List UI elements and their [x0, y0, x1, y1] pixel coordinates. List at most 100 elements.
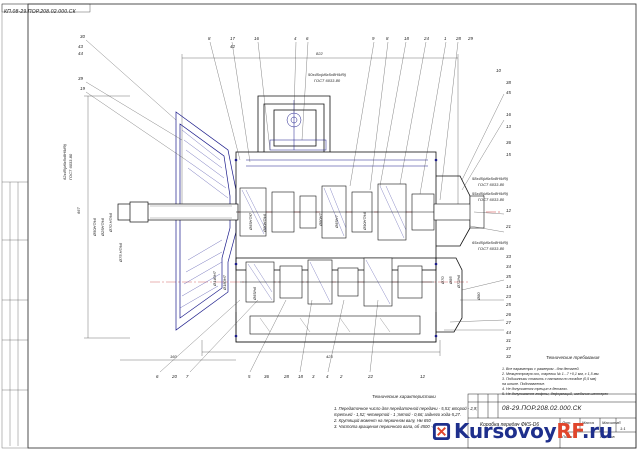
- callout-right: 14: [506, 284, 511, 289]
- dim-mid-1: Ø65H7: [334, 215, 339, 228]
- callout-left: 43: [78, 44, 83, 49]
- dim-left-1: Ø80H7/k6: [262, 213, 267, 232]
- dim-left-bottom: 160: [170, 354, 177, 359]
- dim-left-fit-1: Ø50H7/k6: [92, 217, 97, 236]
- callout-right: 21: [506, 224, 511, 229]
- tb-scale-label: Масштаб: [602, 420, 621, 425]
- tb-scale-value: 1:1: [620, 426, 626, 431]
- callout-right: 16: [506, 112, 511, 117]
- callout-top: 29: [468, 36, 473, 41]
- callout-bottom: 5: [248, 374, 251, 379]
- watermark-logo[interactable]: KursovoyRF.ru: [432, 419, 638, 443]
- note-line: 1. Передаточное число для передаточной п…: [334, 406, 478, 411]
- callout-right: 38: [506, 80, 511, 85]
- callout-top: 18: [404, 36, 409, 41]
- callout-right: 45: [506, 90, 511, 95]
- watermark-right: RF: [556, 419, 582, 443]
- note-line: 2. Крутящий момент на первичном валу, Нм…: [334, 418, 431, 423]
- kursovoy-logo-icon: [432, 422, 451, 441]
- callout-bottom: 28: [284, 374, 289, 379]
- callout-bottom: 22: [368, 374, 373, 379]
- watermark-left: Kursovoy: [454, 419, 557, 443]
- callout-top: 8: [386, 36, 389, 41]
- callout-bottom: 20: [172, 374, 177, 379]
- dim-bottom-0: Ø140H7: [212, 271, 217, 286]
- dim-spline-top-std: ГОСТ 6033-80: [314, 78, 341, 83]
- stamp-code: КП.08-29.ПОР.208.02.000.СК: [4, 9, 76, 15]
- dim-right-0: Ø70: [440, 276, 445, 284]
- callout-bottom: 4: [326, 374, 329, 379]
- requirement-line: 3. Подшипники ставить с натягом по посад…: [502, 377, 597, 381]
- dim-spline-right-1: 58x45(d6x5x8H9/f9): [472, 176, 509, 181]
- dim-mid-2: Ø90H7/k6: [362, 211, 367, 230]
- dim-spline-right-2-std: ГОСТ 6033-80: [478, 197, 505, 202]
- callout-bottom: 6: [156, 374, 159, 379]
- callout-top: 28: [456, 36, 461, 41]
- callout-top: 8: [208, 36, 211, 41]
- notes-title: Технические характеристики: [372, 394, 436, 399]
- callout-bottom: 12: [420, 374, 425, 379]
- tb-mass-label: Масса: [582, 420, 594, 425]
- callout-bottom: 3: [312, 374, 315, 379]
- dim-spline-left: 62x45(d6x5x8H9/f9): [62, 143, 67, 180]
- dim-spline-right-1-std: ГОСТ 6033-80: [478, 182, 505, 187]
- callout-bottom: 7: [186, 374, 189, 379]
- note-line: 3. Частота вращения первичного вала, об …: [334, 424, 442, 429]
- dim-left-fit-3: Ø70 H7/k6: [108, 212, 113, 232]
- callout-right: 37: [506, 346, 511, 351]
- callout-left: 39: [78, 76, 83, 81]
- callout-right: 35: [506, 274, 511, 279]
- tb-sheet-label: Лист: [562, 434, 573, 439]
- dim-right-3: Ø80: [476, 292, 481, 300]
- callout-right: 44: [506, 330, 511, 335]
- requirements-title: Технические требования: [546, 355, 600, 360]
- requirement-line: 1. Все параметры с размером - для детале…: [502, 367, 580, 371]
- requirement-line: 2. Межцентровую ось, тарелки № 1...7 +0,…: [502, 372, 600, 376]
- watermark-suffix: .ru: [581, 419, 613, 443]
- tb-sheets-label: Листов: [600, 434, 615, 439]
- requirement-line: 5. Не допускаются люфты, деформаций, зае…: [502, 392, 609, 396]
- callout-right: 31: [506, 338, 511, 343]
- dim-left-2: Ø65/h6: [252, 286, 257, 300]
- callout-top: 6: [306, 36, 309, 41]
- dim-left-0: Ø65H7/f7: [248, 212, 253, 230]
- callout-top: 17: [230, 36, 235, 41]
- callout-top: 9: [372, 36, 375, 41]
- dim-bottom-length: 423: [326, 354, 333, 359]
- callout-top: 42: [230, 44, 235, 49]
- dim-spline-right-2: 55x45(d6x5x8H9/f9): [472, 191, 509, 196]
- watermark-text: KursovoyRF.ru: [454, 419, 613, 443]
- callout-right: 13: [506, 124, 511, 129]
- dim-left-fit-2: Ø25H7/k6: [100, 217, 105, 236]
- tb-lit-label: Лит.: [562, 420, 572, 425]
- dim-spline-right-3: 65x45(d6x5x8H9/f9): [472, 240, 509, 245]
- requirement-line: на шпиле. Подплавление.: [502, 382, 546, 386]
- callout-top: 4: [294, 36, 297, 41]
- dim-spline-top: 50x45x(d6x5x8H9/f9): [308, 72, 347, 77]
- notes-block: 1. Передаточное число для передаточной п…: [334, 406, 477, 430]
- dim-right-1: Ø85: [448, 276, 453, 284]
- dim-height: 667: [76, 207, 81, 214]
- callout-right: 15: [506, 152, 511, 157]
- callout-top: 1: [444, 36, 447, 41]
- dim-mid-0: Ø80H7: [318, 213, 323, 226]
- callout-top: 16: [254, 36, 259, 41]
- callout-right: 34: [506, 264, 511, 269]
- dim-spline-left-std: ГОСТ 6033-80: [68, 153, 73, 180]
- callout-right: 12: [506, 208, 511, 213]
- dim-right-2: Ø72/h6: [456, 274, 461, 288]
- callout-right: 25: [506, 302, 511, 307]
- requirement-line: 4. Не допускается трещин в деталях.: [502, 387, 568, 391]
- dim-bottom-1: Ø180H7: [222, 275, 227, 290]
- callout-right: 27: [506, 320, 511, 325]
- callout-left: 19: [80, 86, 85, 91]
- drawing-code: 08-29.ПОР.208.02.000.СК: [502, 405, 582, 412]
- callout-bottom: 2: [340, 374, 343, 379]
- callout-bottom: 36: [264, 374, 269, 379]
- callout-right: 26: [506, 312, 511, 317]
- callout-right: 10: [496, 68, 501, 73]
- callout-right: 32: [506, 354, 511, 359]
- binding-strip: [4, 182, 28, 414]
